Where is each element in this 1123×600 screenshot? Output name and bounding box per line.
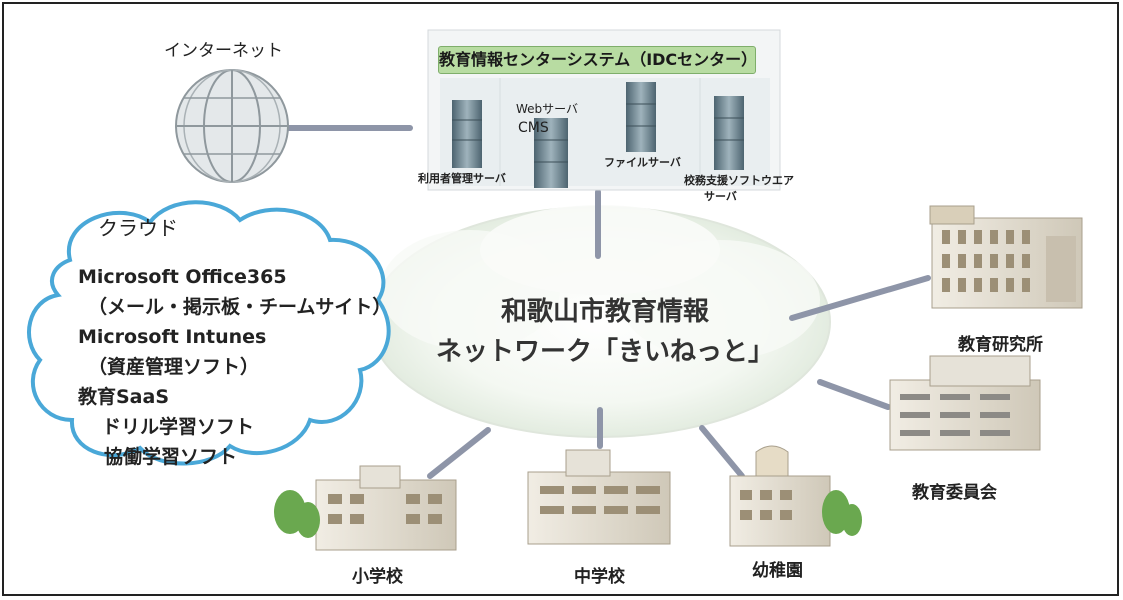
cloud-service-list: Microsoft Office365 （メール・掲示板・チームサイト） Mic… bbox=[78, 262, 391, 472]
kindergarten-label: 幼稚園 bbox=[752, 561, 803, 581]
globe-icon bbox=[175, 69, 289, 183]
file-server-icon bbox=[626, 82, 656, 152]
cms-label: CMS bbox=[518, 120, 549, 136]
web-cms-server-icon bbox=[534, 118, 568, 188]
file-server-label: ファイルサーバ bbox=[604, 156, 681, 169]
idc-center-banner: 教育情報センターシステム（IDCセンター） bbox=[438, 46, 757, 74]
kindergarten-building-icon bbox=[729, 445, 862, 547]
cloud-line-saas: 教育SaaS bbox=[78, 386, 170, 408]
user-mgmt-server-icon bbox=[452, 100, 482, 168]
link-network-research bbox=[789, 275, 931, 321]
school-support-server-label-2: サーバ bbox=[704, 190, 737, 203]
link-network-board bbox=[817, 379, 891, 410]
board-of-education-label: 教育委員会 bbox=[912, 483, 997, 503]
cloud-line-office365-detail: （メール・掲示板・チームサイト） bbox=[88, 296, 392, 318]
elementary-school-building-icon bbox=[274, 465, 457, 551]
cloud-line-drill: ドリル学習ソフト bbox=[102, 416, 255, 438]
web-server-label: Webサーバ bbox=[516, 102, 579, 116]
network-title-line2: ネットワーク「きいねっと」 bbox=[435, 337, 774, 367]
network-cloud bbox=[369, 205, 831, 438]
cloud-line-intunes: Microsoft Intunes bbox=[78, 326, 267, 348]
internet-label: インターネット bbox=[164, 41, 283, 61]
link-network-kindergarten bbox=[699, 425, 745, 479]
junior-high-building-icon bbox=[527, 449, 671, 545]
connection-lines bbox=[285, 125, 931, 479]
cloud-title: クラウド bbox=[98, 216, 178, 240]
research-institute-building-icon bbox=[929, 205, 1083, 309]
research-institute-label: 教育研究所 bbox=[958, 335, 1043, 355]
network-title: 和歌山市教育情報 ネットワーク「きいねっと」 bbox=[420, 292, 790, 372]
cloud-line-collab: 協働学習ソフト bbox=[104, 446, 238, 468]
elementary-school-label: 小学校 bbox=[352, 567, 403, 587]
school-support-server-icon bbox=[714, 96, 744, 170]
board-of-education-building-icon bbox=[889, 355, 1041, 451]
link-network-elementary bbox=[427, 427, 491, 479]
network-title-line1: 和歌山市教育情報 bbox=[500, 297, 709, 327]
school-support-server-label-1: 校務支援ソフトウエア bbox=[684, 174, 794, 187]
cloud-line-office365: Microsoft Office365 bbox=[78, 266, 287, 288]
junior-high-label: 中学校 bbox=[574, 567, 625, 587]
user-mgmt-server-label: 利用者管理サーバ bbox=[418, 172, 506, 185]
cloud-line-intunes-detail: （資産管理ソフト） bbox=[88, 356, 260, 378]
cloud-shape bbox=[27, 200, 391, 466]
